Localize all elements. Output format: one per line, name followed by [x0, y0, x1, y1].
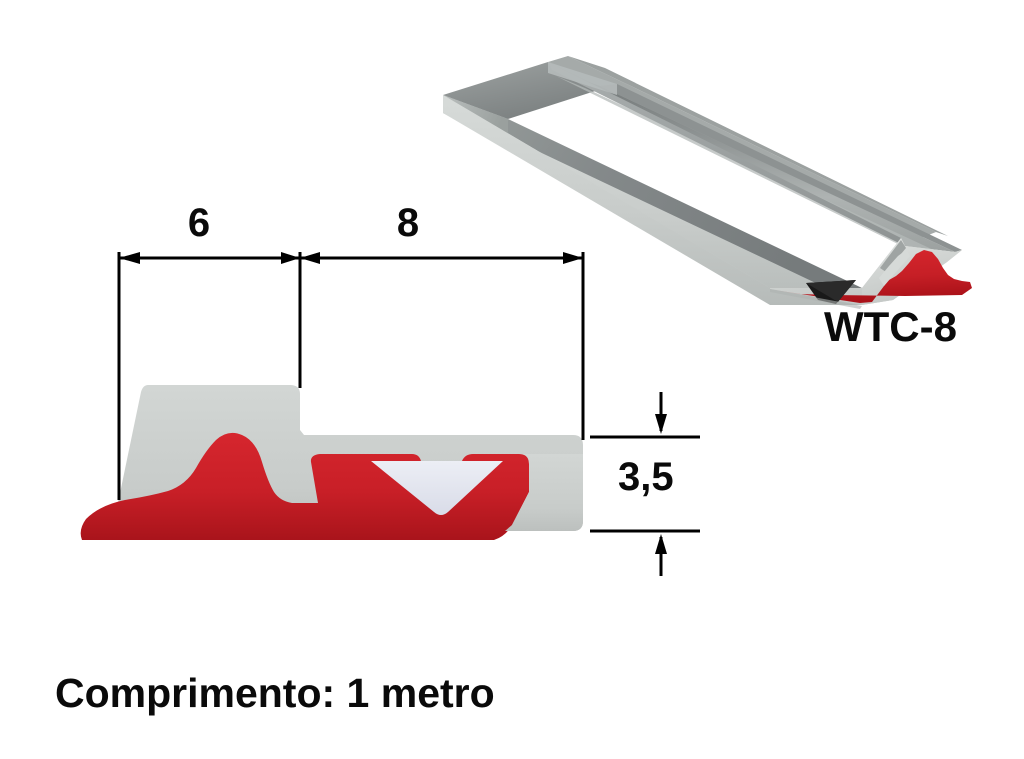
section-v-notch [371, 461, 503, 515]
dimension-label-height: 3,5 [618, 455, 674, 499]
section-red-insert [80, 432, 530, 540]
iso-front-face [443, 95, 862, 305]
length-caption: Comprimento: 1 metro [55, 670, 495, 716]
iso-body-top [600, 84, 962, 252]
product-code-label: WTC-8 [824, 303, 957, 350]
dimension-arrowheads [119, 252, 667, 554]
dimension-label-width-right: 8 [396, 201, 420, 245]
iso-bottom-edge [770, 289, 862, 309]
section-right-shelf [505, 454, 583, 531]
dimension-label-width-left: 6 [187, 201, 211, 245]
iso-ridge-side [548, 62, 905, 246]
